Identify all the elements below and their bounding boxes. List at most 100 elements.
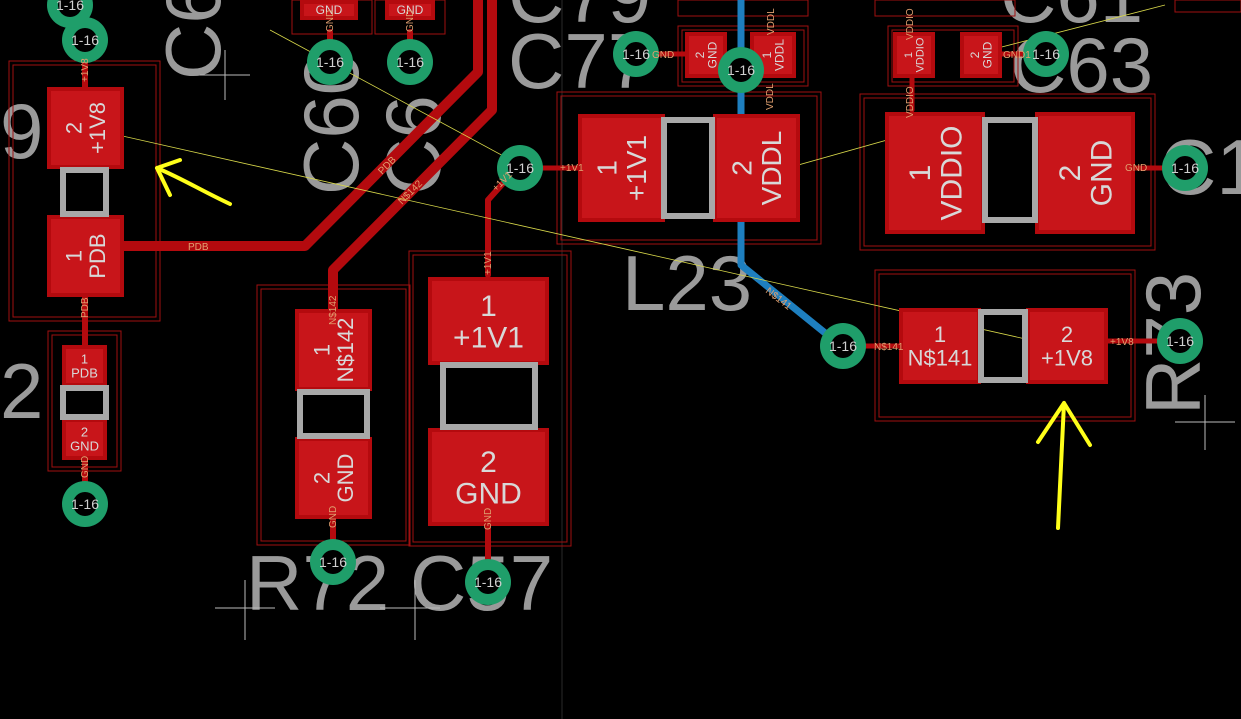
pad-label: 1VDDIO — [903, 37, 927, 72]
pad-top-gnd-a[interactable]: GND — [300, 0, 358, 20]
via-label: 1-16 — [474, 574, 502, 590]
component-name-c61[interactable]: C61 — [1000, 0, 1143, 39]
pad-r72-bot[interactable]: 2GND — [295, 437, 372, 519]
component-name-l23[interactable]: L23 — [622, 239, 752, 327]
pad-label: 2+1V8 — [62, 102, 110, 154]
via-label: 1-16 — [316, 54, 344, 70]
pad-label: 1VDDIO — [904, 125, 969, 220]
pad-label-line: 1 — [310, 344, 335, 356]
net-label-gnd-top-b: GND — [405, 10, 416, 32]
via-label: 1-16 — [829, 338, 857, 354]
silk-body — [661, 117, 715, 219]
pad-face — [1039, 116, 1131, 230]
via-1[interactable]: 1-16 — [307, 39, 353, 85]
pad-label-line: GND — [981, 41, 995, 68]
pad-l23-right[interactable]: 2VDDL — [713, 114, 800, 222]
pad-r72-top[interactable]: 1N$142 — [295, 309, 372, 391]
annotation-arrow-left — [155, 158, 232, 206]
net-label-gnd-c77: GND — [652, 50, 674, 61]
via-5[interactable]: 1-16 — [1162, 145, 1208, 191]
pad-label-line: VDDL — [756, 131, 787, 206]
pad-left-top[interactable]: 2+1V8 — [47, 87, 124, 169]
via-9[interactable]: 1-16 — [465, 559, 511, 605]
component-name-c6-top[interactable]: C6 — [149, 0, 237, 80]
pad-label-line: PDB — [85, 233, 110, 278]
pad-r73-right[interactable]: 2+1V8 — [1026, 308, 1108, 384]
via-13[interactable]: 1-16 — [47, 0, 93, 28]
via-hole — [624, 42, 648, 66]
via-4[interactable]: 1-16 — [820, 323, 866, 369]
pad-label-line: VDDIO — [915, 37, 927, 72]
via-label: 1-16 — [1032, 46, 1060, 62]
pad-face — [299, 441, 368, 515]
pad-left-bot[interactable]: 1PDB — [47, 215, 124, 297]
pad-label: 1PDB — [62, 233, 110, 278]
via-0[interactable]: 1-16 — [62, 17, 108, 63]
pad-l23-left[interactable]: 1+1V1 — [578, 114, 665, 222]
annotation-arrow-right — [1036, 401, 1092, 530]
net-label-1v1-c57: +1V1 — [483, 251, 494, 275]
via-hole — [73, 492, 97, 516]
pad-face — [903, 312, 977, 380]
via-11[interactable]: 1-16 — [1023, 31, 1069, 77]
via-7[interactable]: 1-16 — [62, 481, 108, 527]
via-12[interactable]: 1-16 — [718, 47, 764, 93]
via-hole — [831, 334, 855, 358]
pad-label-line: GND — [70, 438, 99, 453]
component-name-c79[interactable]: C79 — [508, 0, 651, 39]
pad-face — [432, 432, 545, 522]
via-10[interactable]: 1-16 — [613, 31, 659, 77]
via-6[interactable]: 1-16 — [1157, 318, 1203, 364]
pad-label-line: 1 — [480, 290, 497, 323]
component-name-edge-9: 9 — [0, 87, 43, 175]
pad-label-line: +1V8 — [1041, 345, 1093, 370]
pad-face — [66, 349, 103, 383]
pad-label: 2GND — [968, 41, 995, 68]
pad-label-line: 2 — [1054, 165, 1087, 182]
pad-c57-top[interactable]: 1+1V1 — [428, 277, 549, 365]
pad-top-gnd-c[interactable]: 2GND — [960, 32, 1002, 78]
net-label-gnd-r72: GND — [328, 506, 339, 528]
pad-label-line: N$142 — [333, 318, 358, 383]
origin-crosses — [200, 50, 1235, 640]
via-8[interactable]: 1-16 — [310, 539, 356, 585]
net-label-gnd-v: GND — [80, 456, 91, 478]
pad-label-line: +1V8 — [85, 102, 110, 154]
pad-c63-left[interactable]: 1VDDIO — [885, 112, 985, 234]
pad-label: 2GND — [693, 41, 720, 68]
pad-label: GND — [316, 3, 343, 17]
via-hole — [1034, 42, 1058, 66]
pad-top-gnd-b[interactable]: GND — [385, 0, 435, 20]
pad-face — [1030, 312, 1104, 380]
net-label-gnd1: GND1 — [1003, 50, 1031, 61]
via-2[interactable]: 1-16 — [387, 39, 433, 85]
pad-c63-right[interactable]: 2GND — [1035, 112, 1135, 234]
annotation-arrows — [155, 158, 1092, 530]
pad-c77-left[interactable]: 2GND — [685, 32, 727, 78]
silk-body — [297, 389, 370, 439]
pad-label: 1+1V1 — [592, 135, 652, 201]
pad-face — [964, 36, 998, 74]
pad-label-line: 2 — [727, 160, 758, 176]
via-hole — [508, 156, 532, 180]
pad-label-line: GND — [706, 41, 720, 68]
via-label: 1-16 — [622, 46, 650, 62]
pad-label-line: 1 — [592, 160, 623, 176]
pad-label: 2GND — [310, 454, 358, 503]
net-label-vddio-top: VDDIO — [905, 8, 916, 40]
net-label-gnd-c57: GND — [483, 508, 494, 530]
via-label: 1-16 — [1166, 333, 1194, 349]
via-3[interactable]: 1-16 — [497, 145, 543, 191]
net-label-vddl-v: VDDL — [766, 8, 777, 35]
pad-face — [432, 281, 545, 361]
pad-top-vddio[interactable]: 1VDDIO — [893, 32, 935, 78]
via-label: 1-16 — [506, 160, 534, 176]
